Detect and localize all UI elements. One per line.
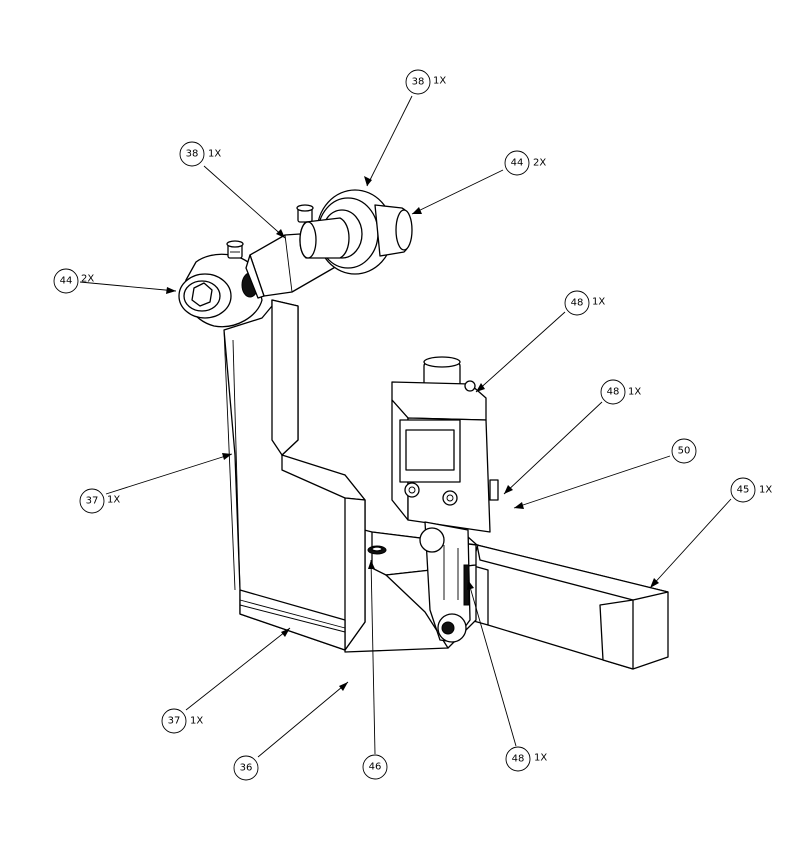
arrow-37-lower	[281, 628, 290, 637]
leader-44-left	[79, 281, 177, 292]
balloon-37-lower: 37 1X	[161, 708, 203, 734]
balloon-number: 50	[678, 446, 691, 457]
leader-lines	[79, 95, 732, 758]
balloon-37-upper: 37 1X	[79, 488, 120, 514]
balloon-48-mid: 48 1X	[600, 379, 641, 405]
arrow-37-upper	[222, 453, 232, 460]
balloon-qty: 2X	[533, 158, 546, 169]
leader-50	[513, 455, 671, 509]
balloon-qty: 1X	[534, 753, 547, 764]
arrow-48-bottom	[467, 580, 474, 590]
assembly-parts	[178, 189, 669, 670]
balloon-38-left: 38 1X	[179, 141, 221, 167]
leader-45	[649, 498, 732, 589]
leader-44-right	[411, 169, 504, 215]
arrow-38-top	[364, 176, 372, 186]
part-45-bar	[467, 536, 669, 670]
balloon-44-left: 44 2X	[53, 268, 94, 294]
balloon-number: 38	[186, 149, 199, 160]
sensor-assembly	[391, 356, 499, 533]
leader-46	[370, 559, 376, 755]
balloon-45: 45 1X	[730, 477, 772, 503]
balloon-48-bottom: 48 1X	[505, 746, 547, 772]
leader-37-upper	[105, 453, 233, 495]
arrow-38-left	[276, 229, 285, 238]
left-clamp-assembly	[178, 240, 263, 328]
right-bearing-assembly	[299, 189, 413, 275]
balloon-44-right: 44 2X	[504, 150, 546, 176]
balloon-number: 45	[737, 485, 750, 496]
balloons: 38 1X 38 1X 44 2X 44 2X 48 1X 48 1X	[53, 69, 772, 781]
balloon-number: 37	[86, 496, 99, 507]
sensor-bracket	[419, 521, 471, 643]
arrow-44-left	[166, 287, 176, 294]
leader-48-top	[475, 311, 566, 393]
leader-36	[257, 681, 349, 758]
balloon-46: 46	[362, 754, 388, 780]
balloon-number: 38	[412, 77, 425, 88]
balloon-number: 44	[511, 158, 524, 169]
balloon-number: 48	[607, 387, 620, 398]
balloon-36: 36	[233, 755, 259, 781]
balloon-50: 50	[671, 438, 697, 464]
balloon-38-top: 38 1X	[405, 69, 446, 95]
leader-37-lower	[185, 627, 291, 711]
arrow-46	[368, 560, 375, 569]
arrow-36	[339, 682, 348, 691]
leader-38-left	[203, 165, 286, 239]
balloon-number: 48	[571, 298, 584, 309]
balloon-qty: 1X	[107, 495, 120, 506]
balloon-qty: 1X	[628, 387, 641, 398]
balloon-number: 44	[60, 276, 73, 287]
arrow-48-mid	[504, 485, 513, 494]
balloon-number: 46	[369, 762, 382, 773]
balloon-number: 36	[240, 763, 253, 774]
balloon-qty: 2X	[81, 274, 94, 285]
balloon-qty: 1X	[592, 297, 605, 308]
leader-38-top	[366, 95, 413, 187]
balloon-qty: 1X	[433, 76, 446, 87]
balloon-number: 37	[168, 716, 181, 727]
balloon-48-top: 48 1X	[564, 290, 605, 316]
leader-48-mid	[503, 401, 603, 495]
arrow-48-top	[476, 383, 485, 392]
arrow-50	[514, 502, 524, 509]
balloon-qty: 1X	[190, 716, 203, 727]
arrow-45	[650, 578, 659, 588]
balloon-number: 48	[512, 754, 525, 765]
part-37-upright	[223, 299, 366, 651]
balloon-qty: 1X	[208, 149, 221, 160]
leader-48-bottom	[467, 579, 517, 747]
arrow-44-right	[412, 207, 422, 214]
balloon-qty: 1X	[759, 485, 772, 496]
